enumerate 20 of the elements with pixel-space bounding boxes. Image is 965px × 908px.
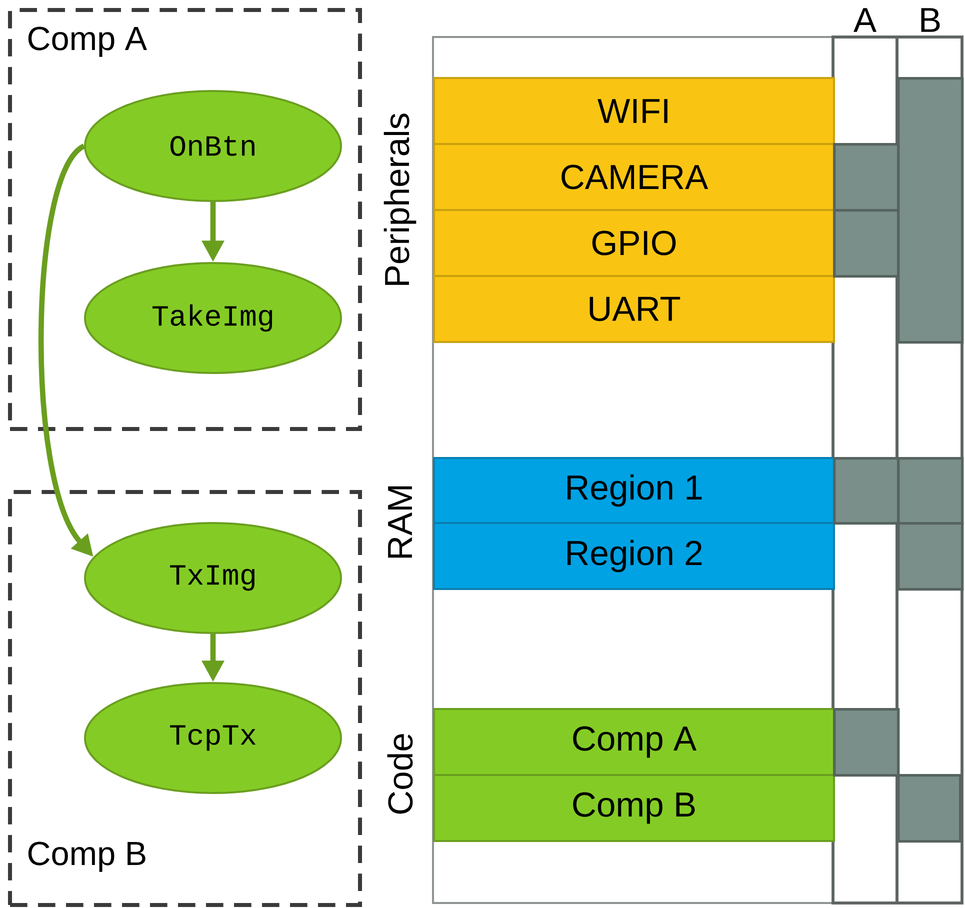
access-block — [897, 774, 962, 843]
memory-region-bar: Comp B — [433, 774, 835, 842]
memory-region-bar: Region 2 — [433, 522, 835, 590]
access-block — [897, 522, 964, 591]
group-label: Code — [387, 734, 413, 814]
access-block — [833, 457, 900, 525]
memory-region-bar: GPIO — [433, 209, 835, 277]
memory-region-bar: Comp A — [433, 708, 835, 776]
access-block — [833, 708, 900, 777]
memory-region-bar: WIFI — [433, 77, 835, 145]
column-header: A — [854, 8, 876, 32]
memory-region-bar: CAMERA — [433, 143, 835, 211]
access-block — [897, 457, 964, 525]
access-block — [833, 209, 900, 278]
memory-region-bar: Region 1 — [433, 457, 835, 524]
memory-region-bar: UART — [433, 275, 835, 343]
access-block — [833, 143, 900, 212]
group-label: RAM — [388, 486, 412, 558]
column-header: B — [921, 8, 940, 32]
group-label: Peripherals — [384, 114, 416, 285]
